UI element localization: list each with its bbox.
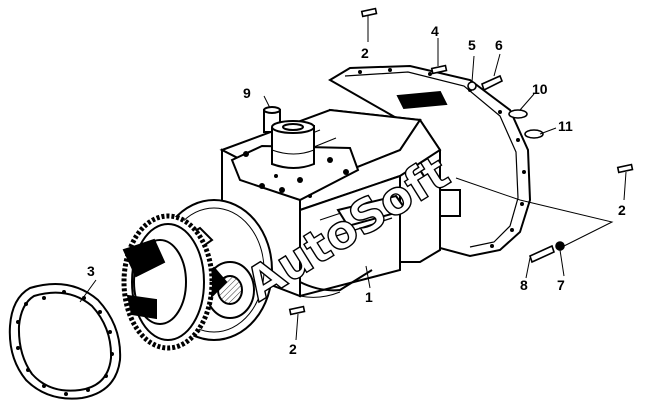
bolt-part-8 — [529, 244, 555, 264]
callout-4: 4 — [431, 23, 439, 39]
bolt-part-6 — [481, 74, 504, 92]
callout-2-top: 2 — [361, 45, 369, 61]
dowel-pin-right — [616, 163, 634, 174]
dowel-pin-bottom — [288, 305, 306, 316]
washer-part-7 — [555, 241, 565, 251]
hydraulic-line — [299, 194, 408, 292]
callout-2-bottom: 2 — [289, 341, 297, 357]
callout-10: 10 — [532, 81, 548, 97]
dowel-pin-top — [360, 7, 378, 18]
gasket — [8, 283, 122, 400]
callout-8: 8 — [520, 277, 528, 293]
oil-filter — [263, 106, 315, 169]
callout-labels: 1 2 2 2 3 4 5 6 7 8 9 10 11 — [87, 23, 626, 357]
transmission-body — [219, 108, 442, 298]
callout-3: 3 — [87, 263, 95, 279]
callout-9: 9 — [243, 85, 251, 101]
ring-gear — [121, 213, 215, 351]
seal-part-11 — [524, 129, 544, 139]
callout-6: 6 — [495, 37, 503, 53]
callout-5: 5 — [468, 37, 476, 53]
leader-lines — [79, 16, 627, 341]
callout-2-right: 2 — [618, 202, 626, 218]
gasket-bolt-holes — [16, 290, 114, 396]
seal-part-10 — [508, 109, 528, 119]
callout-7: 7 — [557, 277, 565, 293]
callout-1: 1 — [365, 289, 373, 305]
housing-plate — [396, 90, 448, 110]
washer-part-5 — [467, 81, 477, 91]
callout-11: 11 — [558, 118, 573, 134]
plug-part-4 — [430, 64, 448, 75]
valve-block-fittings — [243, 151, 349, 198]
